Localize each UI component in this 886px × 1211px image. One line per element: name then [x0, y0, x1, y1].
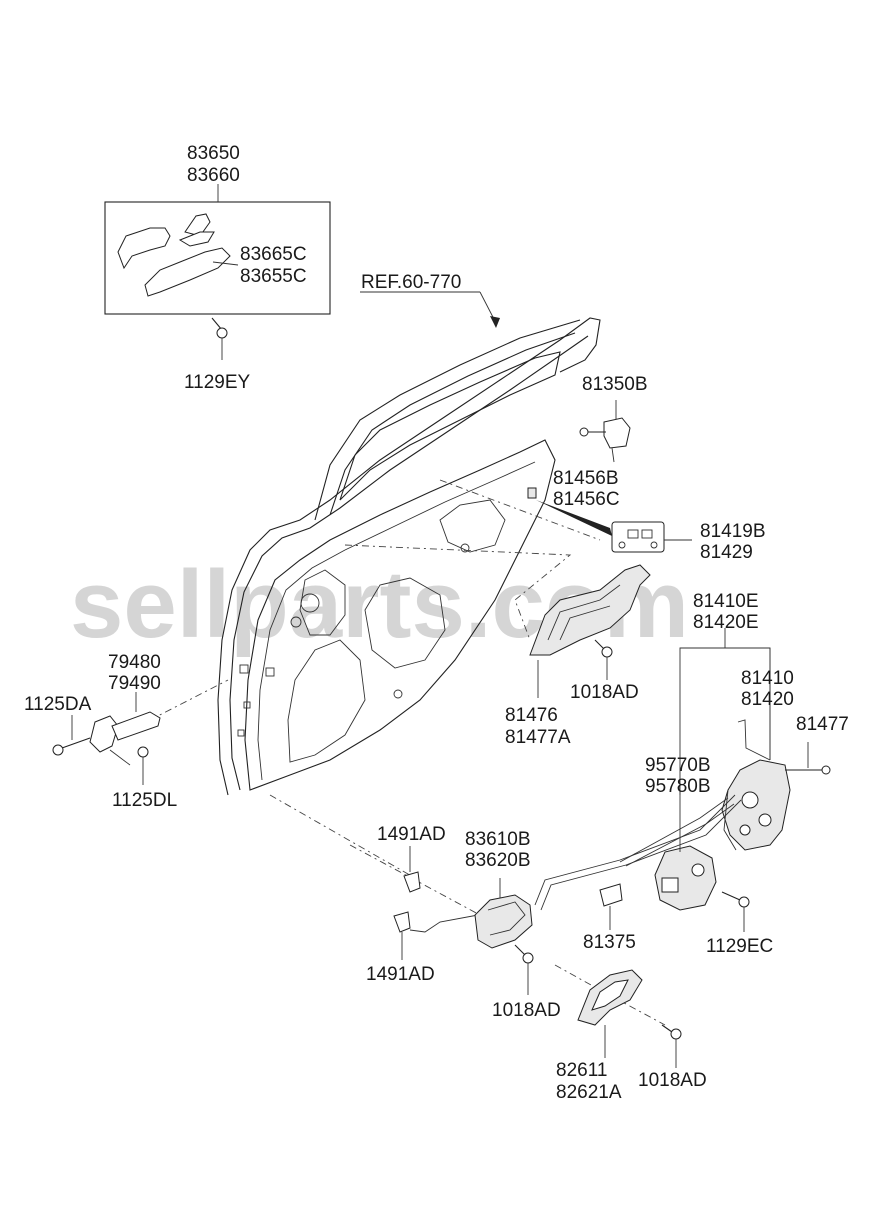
ref-arrow-icon	[490, 316, 500, 328]
door-panel-icon	[217, 317, 601, 796]
outside-handle-group	[104, 184, 331, 360]
label-reference: REF.60-770	[361, 272, 461, 293]
label-handle-bolt: 1129EY	[184, 372, 251, 393]
label-grommet: 81375	[583, 932, 636, 953]
cover-icon	[529, 564, 651, 698]
label-latch-2: 81420	[741, 689, 794, 710]
label-check-link-2: 79490	[108, 673, 161, 694]
label-detail-panel-2: 81429	[700, 542, 753, 563]
label-actuator-1: 95770B	[645, 755, 711, 776]
label-clip-top: 1491AD	[377, 824, 446, 845]
label-handle-cap-1: 83665C	[240, 244, 307, 265]
label-inside-handle-bolt: 1018AD	[492, 1000, 561, 1021]
check-link-icon	[52, 692, 161, 785]
label-striker-bolt-2: 81456C	[553, 489, 620, 510]
label-handle-cap-2: 83655C	[240, 266, 307, 287]
label-outside-handle-1: 83650	[187, 143, 240, 164]
label-detail-panel-1: 81419B	[700, 521, 766, 542]
label-bezel-1: 82611	[556, 1060, 607, 1081]
label-cover-2: 81477A	[505, 727, 571, 748]
label-cover-1: 81476	[505, 705, 558, 726]
actuator-icon	[654, 790, 750, 932]
bezel-icon	[577, 969, 682, 1068]
inside-handle-icon	[474, 878, 534, 995]
outside-handle-box	[104, 201, 331, 315]
label-cover-bolt: 1018AD	[570, 682, 639, 703]
detail-panel-icon	[611, 521, 692, 553]
label-bezel-bolt: 1018AD	[638, 1070, 707, 1091]
label-check-link-1: 79480	[108, 652, 161, 673]
label-striker-bolt-1: 81456B	[553, 468, 619, 489]
label-latch-1: 81410	[741, 668, 794, 689]
label-striker-cover: 81350B	[582, 374, 648, 395]
label-actuator-bolt: 1129EC	[706, 936, 773, 957]
label-outside-handle-2: 83660	[187, 165, 240, 186]
label-bezel-2: 82621A	[556, 1082, 622, 1103]
handle-cap-icon	[144, 247, 231, 297]
label-clip-bottom: 1491AD	[366, 964, 435, 985]
label-latch-outer-2: 81420E	[693, 612, 759, 633]
label-check-link-bolt-b: 1125DL	[112, 790, 177, 811]
label-actuator-2: 95780B	[645, 776, 711, 797]
label-check-link-bolt-a: 1125DA	[24, 694, 92, 715]
label-latch-bolt: 81477	[796, 714, 849, 735]
label-inside-handle-1: 83610B	[465, 829, 531, 850]
clip-icon	[403, 846, 421, 893]
detail-pointer-icon	[536, 500, 612, 536]
label-latch-outer-1: 81410E	[693, 591, 759, 612]
clip-icon-bottom	[393, 911, 479, 960]
outside-handle-icon	[117, 227, 171, 270]
striker-cover-icon	[579, 400, 631, 463]
label-inside-handle-2: 83620B	[465, 850, 531, 871]
grommet-icon	[599, 883, 623, 930]
latch-assembly-icon	[721, 648, 831, 851]
bolt-icon	[211, 317, 228, 360]
